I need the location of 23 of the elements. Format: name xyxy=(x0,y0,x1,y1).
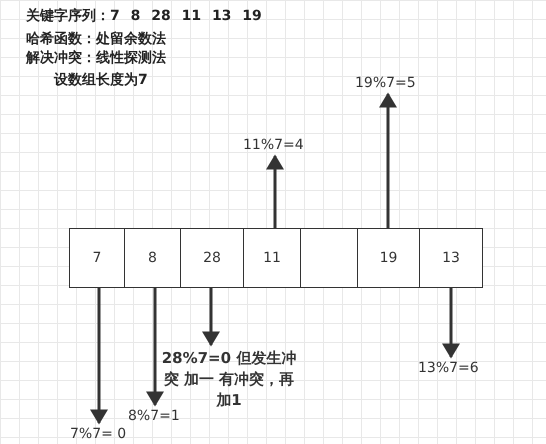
arrow xyxy=(266,154,284,228)
table-cell: 19 xyxy=(357,228,420,288)
arrow xyxy=(146,288,164,406)
table-cell: 8 xyxy=(124,228,181,288)
note-text: 哈希函数：处留余数法 xyxy=(26,30,166,48)
hash-result-label: 8%7=1 xyxy=(128,408,180,424)
hash-result-label: 19%7=5 xyxy=(355,75,416,91)
arrow xyxy=(442,288,460,358)
hash-result-label: 13%7=6 xyxy=(418,360,479,376)
table-cell: 28 xyxy=(180,228,244,288)
note-text: 设数组长度为7 xyxy=(54,71,148,89)
table-cell: 13 xyxy=(419,228,483,288)
arrow xyxy=(90,288,108,424)
hash-result-label: 7%7= 0 xyxy=(70,426,126,442)
note-text: 关键字序列：7 8 28 11 13 19 xyxy=(26,7,262,25)
arrow xyxy=(202,288,220,346)
empty-slot-cell xyxy=(300,228,358,288)
hash-result-label: 28%7=0 但发生冲突 加一 有冲突，再加1 xyxy=(160,348,298,411)
arrow xyxy=(379,92,397,228)
note-text: 解决冲突：线性探测法 xyxy=(26,49,166,67)
table-cell: 7 xyxy=(69,228,125,288)
hash-result-label: 11%7=4 xyxy=(243,137,304,153)
table-cell: 11 xyxy=(243,228,301,288)
